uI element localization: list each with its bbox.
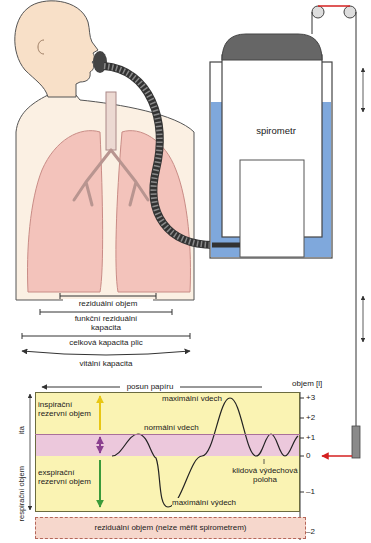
erv-arrow	[99, 460, 101, 507]
tick-number: +1	[306, 433, 330, 442]
capacity-label: funkční reziduální kapacita	[61, 314, 151, 332]
pulley	[344, 6, 356, 18]
motion-arrow	[363, 68, 364, 112]
residual-volume-box: reziduální objem (nelze měřit spirometre…	[35, 517, 306, 539]
inlet-pipe	[212, 243, 240, 248]
curve-label: maximální výdech	[172, 498, 246, 507]
pen-arrow	[322, 455, 352, 457]
curve-label: normální vdech	[144, 423, 214, 432]
node-text: spirometr	[232, 116, 320, 136]
tick-number: +2	[306, 413, 330, 422]
tube-ribs	[104, 66, 214, 245]
tick-number: +3	[306, 393, 330, 402]
rope	[312, 12, 356, 426]
inner-cylinder	[240, 160, 304, 257]
vital-capacity-line	[30, 394, 31, 510]
capacity-label: vitální kapacita	[56, 359, 156, 368]
volume-label: reziduální objem	[63, 299, 153, 308]
pen-weight	[352, 426, 360, 458]
curve-label: klidová výdechová poloha	[232, 466, 298, 484]
spirogram-curve	[112, 398, 298, 507]
irv-arrow	[99, 396, 101, 430]
ear	[38, 40, 44, 54]
node-text: respirační objem	[16, 434, 27, 543]
tick-number: –1	[306, 487, 330, 496]
bell-dome	[222, 34, 322, 60]
left-lung	[28, 131, 103, 292]
spirometer-label-box: spirometr	[232, 116, 320, 146]
curve-label: maximální vdech	[150, 394, 222, 403]
tick-number: 0	[306, 451, 330, 460]
pulley	[312, 6, 324, 18]
head	[15, 1, 98, 97]
capacity-label: celková kapacita plic	[46, 338, 166, 347]
motion-arrow	[363, 296, 364, 342]
breathing-tube	[104, 66, 214, 245]
axis-label: objem [l]	[292, 379, 338, 388]
axis-label: posun papíru	[120, 382, 180, 391]
volume-label: inspirační rezervní objem	[38, 400, 94, 418]
tidal-arrow	[99, 437, 101, 453]
bronchi	[74, 150, 148, 205]
chart-ground	[35, 392, 300, 512]
vital-capacity-arc	[22, 351, 190, 355]
volume-label: exspirační rezervní objem	[38, 468, 94, 486]
trachea	[106, 92, 116, 150]
torso	[16, 95, 194, 300]
tick-number: –2	[306, 527, 330, 536]
node-text: reziduální objem (nelze měřit spirometre…	[36, 518, 305, 532]
rest-position-leader	[264, 459, 265, 464]
rope-top	[318, 5, 350, 7]
